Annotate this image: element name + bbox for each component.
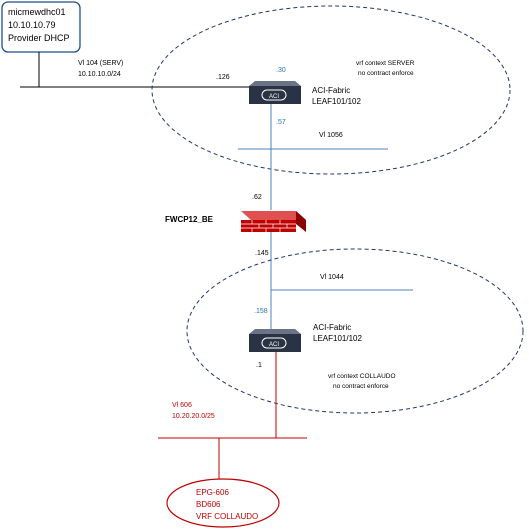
leaf-top-label1: ACI-Fabric — [312, 86, 350, 95]
vlan-1056-label: Vl 1056 — [319, 132, 343, 139]
vrf-collaudo-label: vrf context COLLAUDO — [328, 373, 396, 380]
firewall-icon — [241, 211, 306, 232]
leaf-top-label2: LEAF101/102 — [312, 97, 361, 106]
vlan-serv-subnet: 10.10.10.0/24 — [78, 71, 121, 78]
aci-badge-bottom: ACI — [269, 342, 279, 348]
dhcp-server-hostname: micmewdhc01 — [8, 7, 66, 17]
ip-57-label: .57 — [276, 119, 286, 126]
firewall-name: FWCP12_BE — [165, 215, 214, 224]
dhcp-server-role: Provider DHCP — [8, 33, 70, 43]
ip-30-label: .30 — [276, 67, 286, 74]
vlan-1044-label: Vl 1044 — [320, 274, 344, 281]
vlan-606-subnet: 10.20.20.0/25 — [172, 413, 215, 420]
vrf-collaudo-zone — [186, 248, 524, 414]
dhcp-server-box — [1, 1, 81, 53]
ip-62-label: .62 — [252, 194, 262, 201]
ip-145-label: .145 — [255, 250, 269, 257]
aci-badge-top: ACI — [269, 94, 279, 100]
aci-leaf-switch-top: ACI — [249, 81, 301, 104]
epg-606-group — [166, 478, 280, 528]
leaf-bottom-label2: LEAF101/102 — [313, 334, 362, 343]
epg-vrf: VRF COLLAUDO — [196, 512, 258, 521]
dhcp-server-ip: 10.10.10.79 — [8, 20, 56, 30]
vrf-server-contract: no contract enforce — [358, 70, 414, 77]
ip-158-label: .158 — [254, 308, 268, 315]
vlan-serv-name: Vl 104 (SERV) — [78, 60, 123, 67]
epg-name: EPG-606 — [196, 488, 229, 497]
epg-bd: BD606 — [196, 500, 221, 509]
vrf-server-label: vrf context SERVER — [356, 60, 415, 67]
aci-leaf-switch-bottom: ACI — [249, 329, 301, 352]
vrf-server-zone — [151, 5, 511, 175]
ip-1-label: .1 — [256, 362, 262, 369]
ip-126-label: .126 — [216, 74, 230, 81]
leaf-bottom-label1: ACI-Fabric — [313, 323, 351, 332]
vlan-606-name: Vl 606 — [172, 402, 192, 409]
vrf-collaudo-contract: no contract enforce — [333, 383, 389, 390]
